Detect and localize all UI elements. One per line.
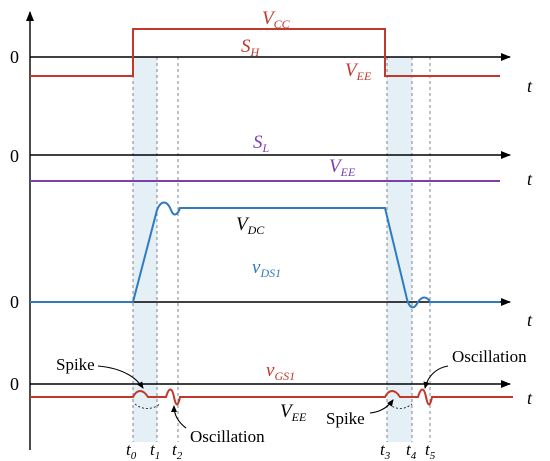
spike-hint-right	[388, 403, 413, 409]
panel2-t-label: t	[527, 169, 533, 189]
arrow-spike-left	[97, 365, 144, 389]
time-label-t4: t4	[406, 440, 417, 461]
time-label-t1: t1	[150, 440, 160, 461]
time-label-t0: t0	[126, 440, 137, 461]
oscillation-label-right: Oscillation	[452, 347, 527, 366]
panel1-vee-label: VEE	[345, 60, 372, 83]
arrow-osc-right	[423, 365, 449, 389]
vds1-waveform	[30, 201, 500, 309]
sh-waveform	[30, 28, 500, 77]
panel1-t-label: t	[527, 76, 533, 96]
panel1-zero: 0	[10, 47, 19, 67]
panel3-t-label: t	[527, 310, 533, 330]
panel2-vee-label: VEE	[329, 156, 356, 179]
panel4-t-label: t	[527, 388, 533, 408]
time-label-t3: t3	[380, 440, 391, 461]
time-label-t5: t5	[425, 440, 436, 461]
sh-label: SH	[241, 36, 261, 59]
spike-hint-left	[134, 403, 161, 409]
vgs1-waveform	[30, 388, 513, 406]
vcc-label: VCC	[262, 8, 291, 31]
arrow-osc-left	[171, 405, 187, 429]
panel3-zero: 0	[10, 292, 19, 312]
vgs1-label: vGS1	[266, 360, 295, 383]
vds1-label: vDS1	[252, 257, 281, 280]
shade-t0-t1	[133, 57, 157, 442]
spike-label-right: Spike	[326, 409, 365, 428]
panel2-zero: 0	[10, 146, 19, 166]
oscillation-label-left: Oscillation	[190, 427, 265, 446]
panel4-zero: 0	[10, 374, 19, 394]
sl-label: SL	[253, 132, 270, 155]
time-label-t2: t2	[172, 440, 183, 461]
shade-t3-t4	[387, 57, 412, 442]
spike-label-left: Spike	[56, 355, 95, 374]
panel4-vee-label: VEE	[280, 401, 307, 424]
arrow-spike-right	[369, 399, 394, 414]
vdc-label: VDC	[236, 214, 265, 237]
